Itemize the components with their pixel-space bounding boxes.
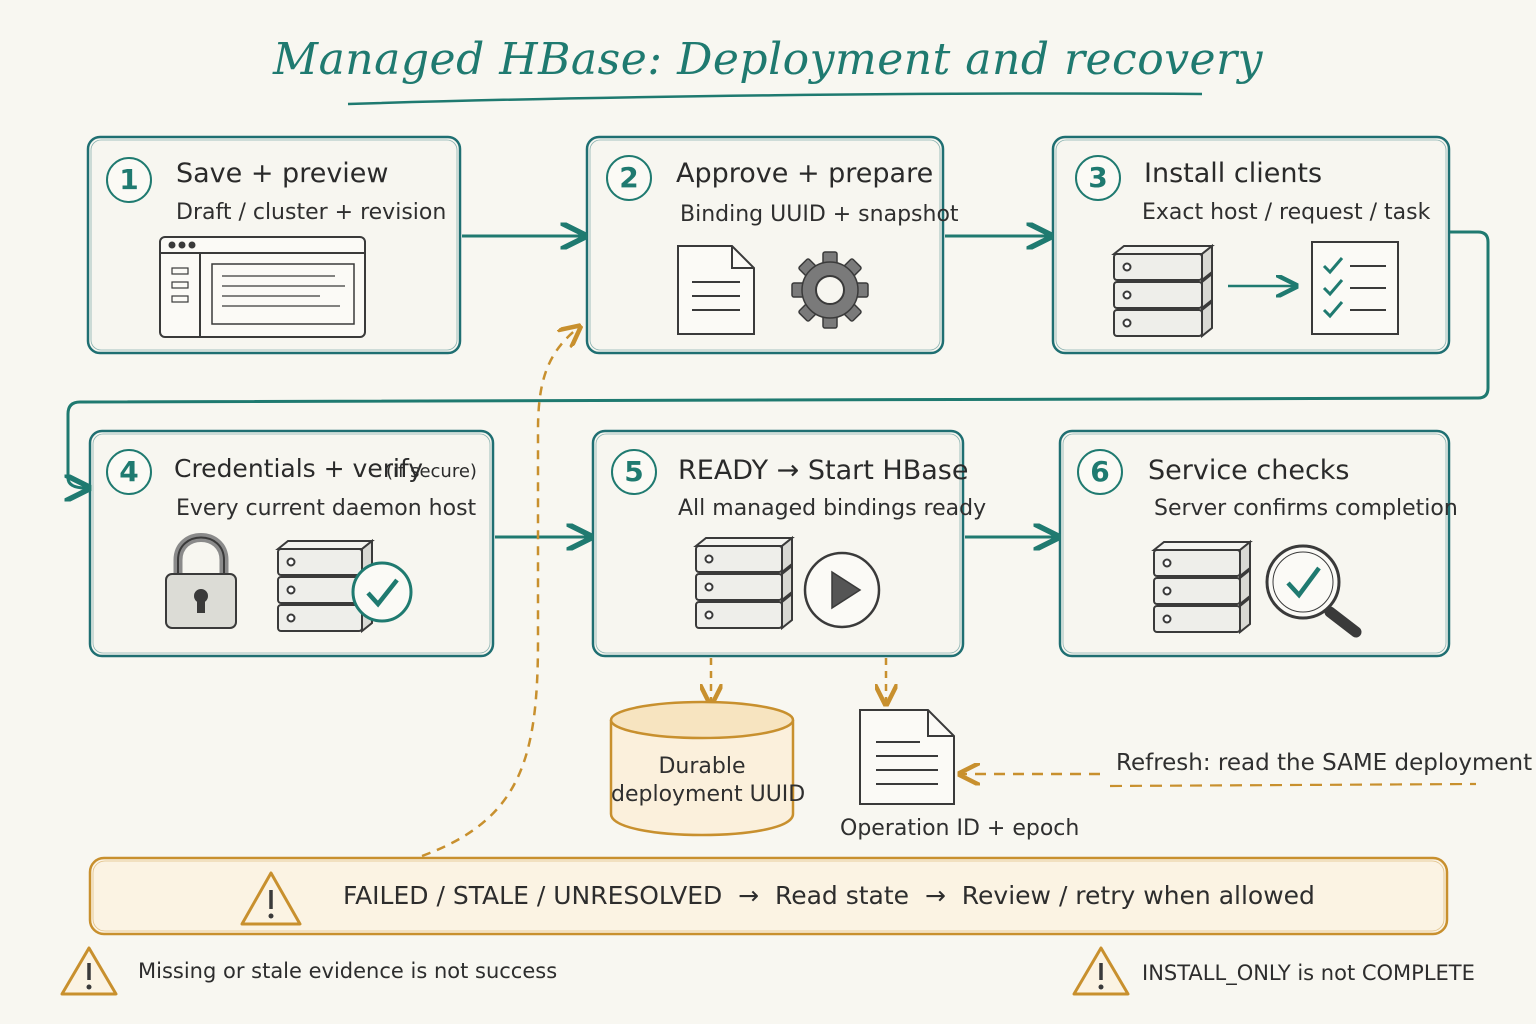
gear-icon <box>791 251 869 329</box>
server-stack-icon <box>693 535 795 631</box>
step-detail-6: Server confirms completion <box>1154 496 1458 521</box>
step-heading-5: READY → Start HBase <box>678 455 969 486</box>
step-heading-note-4: (if secure) <box>386 461 477 482</box>
browser-window-icon <box>159 236 366 338</box>
arrow-3-to-4 <box>68 230 1490 488</box>
note-right: INSTALL_ONLY is not COMPLETE <box>1142 961 1475 985</box>
document-icon <box>859 709 955 805</box>
step-number-6: 6 <box>1077 449 1123 495</box>
banner-text: FAILED / STALE / UNRESOLVED → Read state… <box>343 881 1315 910</box>
warning-banner-box <box>88 856 1449 936</box>
step-detail-3: Exact host / request / task <box>1142 200 1431 225</box>
step-detail-1: Draft / cluster + revision <box>176 200 447 225</box>
step-detail-2: Binding UUID + snapshot <box>680 202 959 227</box>
step-heading-3: Install clients <box>1144 158 1323 189</box>
server-stack-icon <box>1151 539 1253 635</box>
refresh-underline <box>1109 782 1477 788</box>
step-detail-4: Every current daemon host <box>176 496 477 521</box>
retry-arrow <box>421 328 578 858</box>
step-heading-4: Credentials + verify <box>174 454 424 483</box>
warning-icon <box>1072 946 1130 996</box>
magnifier-check-icon <box>1265 544 1362 638</box>
step-detail-5: All managed bindings ready <box>678 496 987 521</box>
warning-icon <box>240 871 302 926</box>
step-heading-1: Save + preview <box>176 158 389 189</box>
database-icon <box>609 700 795 837</box>
step-heading-6: Service checks <box>1148 455 1350 486</box>
step-number-2: 2 <box>606 155 652 201</box>
step-number-4: 4 <box>106 449 152 495</box>
operation-label: Operation ID + epoch <box>840 816 1080 841</box>
checklist-icon <box>1311 241 1399 335</box>
step-number-5: 5 <box>611 449 657 495</box>
note-left: Missing or stale evidence is not success <box>138 959 558 983</box>
server-stack-icon <box>1111 243 1215 339</box>
title-underline <box>347 92 1203 106</box>
play-icon <box>803 551 881 629</box>
storage-label-line1: Durable <box>658 754 746 779</box>
step-number-1: 1 <box>106 157 152 203</box>
padlock-icon <box>165 533 237 629</box>
refresh-label: Refresh: read the SAME deployment <box>1116 750 1533 776</box>
step-number-3: 3 <box>1075 155 1121 201</box>
page-title: Managed HBase: Deployment and recovery <box>273 34 1263 85</box>
step-heading-2: Approve + prepare <box>676 158 934 189</box>
warning-icon <box>60 946 118 996</box>
check-circle-icon <box>351 561 413 623</box>
storage-label-line2: deployment UUID <box>611 782 806 807</box>
document-icon <box>677 245 755 335</box>
